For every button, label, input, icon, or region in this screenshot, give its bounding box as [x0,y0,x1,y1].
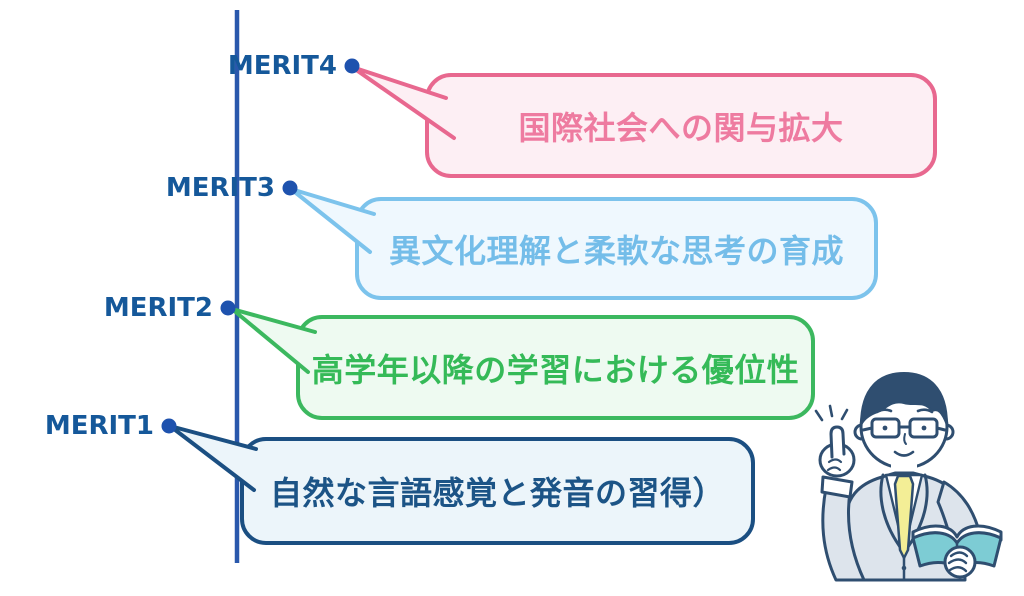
right-eye [921,425,927,431]
merit1-dot [161,418,177,434]
merit1-bubble-text: 自然な言語感覚と発音の習得） [269,474,725,512]
hand-fingers [947,551,969,573]
raised-sleeve [821,486,866,582]
right-lapel [903,473,929,553]
merit2-label: MERIT2 [103,293,213,323]
book-arm [911,480,1003,579]
merit1-bubble: 自然な言語感覚と発音の習得） [240,437,755,545]
glasses-bridge [861,425,947,432]
merit2-dot [220,300,236,316]
index-finger [829,425,846,459]
merit4-bubble-text: 国際社会への関与拡大 [518,108,844,147]
merit2-bubble-text: 高学年以降の学習における優位性 [311,350,800,389]
merit1-label: MERIT1 [44,411,154,441]
merit4-dot [344,58,360,74]
right-eyebrow [916,408,934,414]
emphasis-marks-icon [814,404,849,422]
merit4-bubble: 国際社会への関与拡大 [425,73,937,178]
left-eyebrow [875,408,893,414]
tie [893,474,915,560]
merit3-bubble-text: 異文化理解と柔軟な思考の育成 [388,231,844,270]
merit3-bubble: 異文化理解と柔軟な思考の育成 [355,197,878,300]
merit2-bubble: 高学年以降の学習における優位性 [296,315,815,420]
pointing-arm [814,404,866,582]
nose [903,433,907,445]
left-eye [882,425,888,431]
knuckles [826,458,843,472]
merit3-label: MERIT3 [165,173,275,203]
jacket-button [901,565,907,571]
merit3-dot [282,180,298,196]
head [853,372,955,470]
cuff [820,475,854,499]
merit4-label: MERIT4 [227,51,337,81]
smile-mouth [893,450,915,457]
pointing-teacher-illustration [814,372,1003,582]
left-lapel [879,473,905,553]
